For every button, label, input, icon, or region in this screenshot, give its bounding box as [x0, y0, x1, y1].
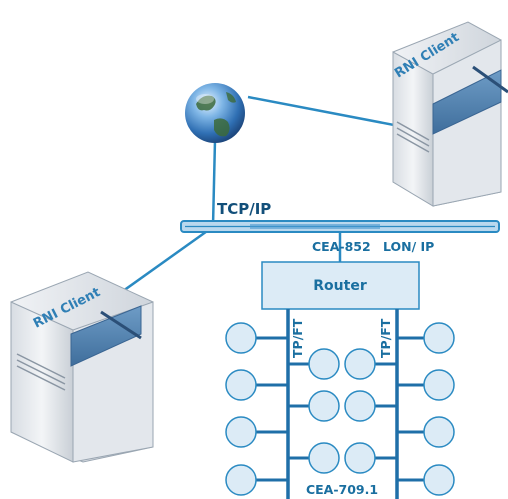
device-node	[344, 390, 376, 422]
wan-links	[115, 95, 421, 298]
cea-852-label: CEA-852	[312, 239, 371, 254]
router-label: Router	[313, 278, 367, 294]
device-node-group-inner-left	[288, 348, 340, 474]
device-node	[423, 322, 455, 354]
tp-ft-left-label: TP/FT	[290, 318, 305, 358]
device-node	[423, 464, 455, 496]
tp-ft-right-label: TP/FT	[378, 318, 393, 358]
router-box: Router	[261, 261, 420, 310]
globe-to-bus-link	[211, 139, 217, 227]
server-tower-icon	[392, 21, 508, 207]
field-channels	[225, 309, 455, 499]
bus-to-client-link	[115, 227, 211, 298]
ip-backbone	[180, 220, 500, 233]
device-node-group-left	[225, 322, 288, 496]
device-node	[308, 390, 340, 422]
device-node	[344, 348, 376, 380]
device-node	[225, 416, 257, 448]
device-node	[423, 369, 455, 401]
device-node	[225, 369, 257, 401]
server-tower-icon	[10, 271, 154, 463]
device-node	[344, 442, 376, 474]
device-node	[225, 464, 257, 496]
globe-icon	[185, 83, 245, 143]
cea-709-label: CEA-709.1	[306, 482, 378, 497]
device-node-group-inner-right	[344, 348, 397, 474]
device-node	[423, 416, 455, 448]
tcp-ip-label: TCP/IP	[217, 200, 271, 218]
globe-to-client-link	[247, 95, 421, 132]
lon-ip-label: LON/ IP	[383, 239, 434, 254]
device-node	[308, 348, 340, 380]
device-node-group-right	[397, 322, 455, 496]
device-node	[225, 322, 257, 354]
device-node	[308, 442, 340, 474]
